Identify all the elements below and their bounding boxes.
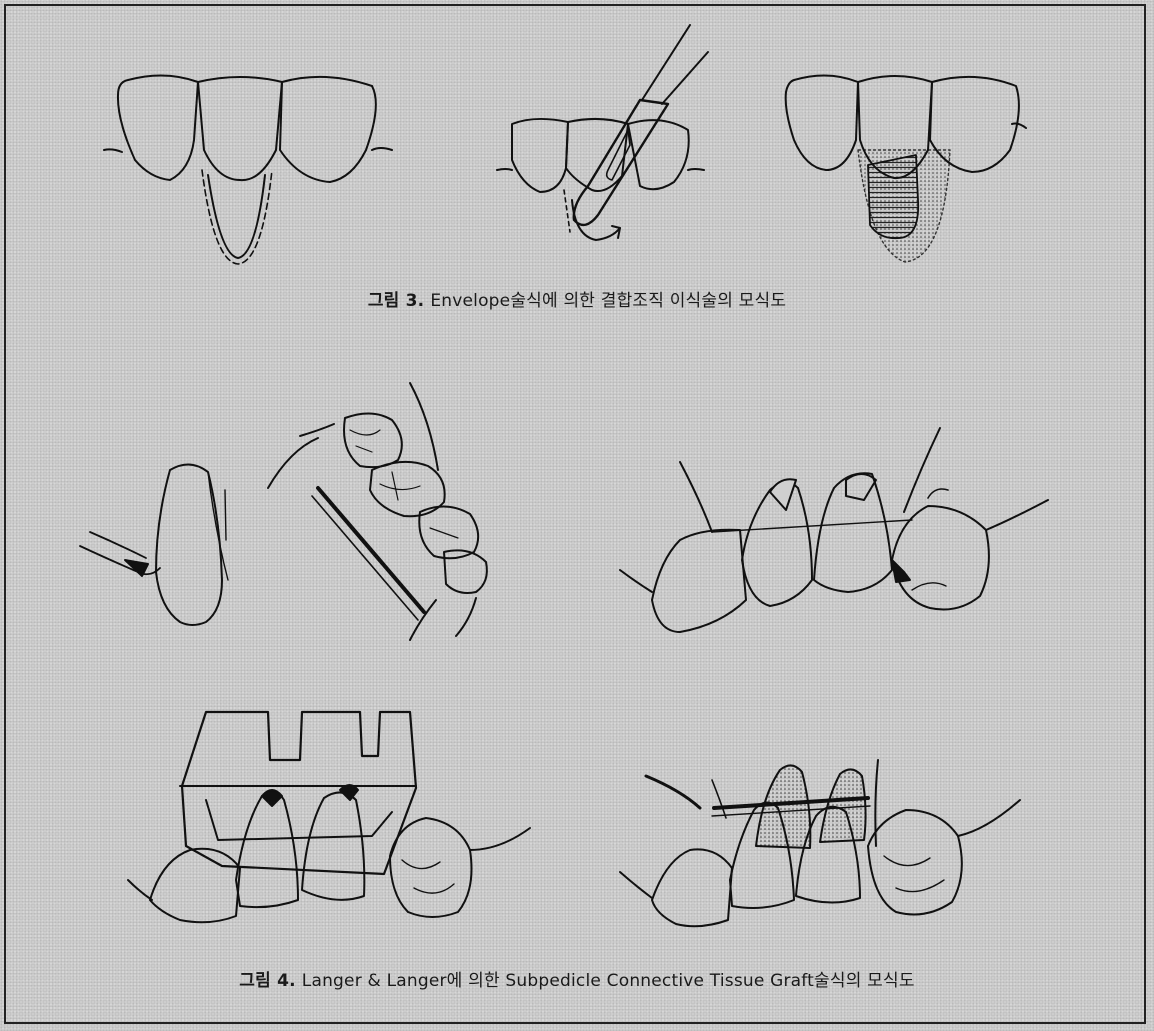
figure-4-text: Langer & Langer에 의한 Subpedicle Connectiv… — [302, 971, 915, 991]
fig4-panel-graft-sutured — [620, 760, 1020, 926]
fig3-panel-scalpel — [497, 25, 708, 240]
figure-4-caption: 그림 4. Langer & Langer에 의한 Subpedicle Conn… — [0, 966, 1154, 991]
fig3-panel-envelope-incision — [104, 75, 392, 264]
fig3-panel-graft — [786, 75, 1026, 262]
figure-3-label: 그림 3. — [368, 291, 425, 311]
figure-3-text: Envelope술식에 의한 결합조직 이식술의 모식도 — [430, 291, 786, 311]
fig4-panel-flap-raised — [128, 712, 530, 922]
fig4-panel-probe — [80, 383, 487, 640]
fig4-panel-incision — [620, 428, 1048, 632]
figure-4-label: 그림 4. — [239, 971, 296, 991]
figure-3-caption: 그림 3.Envelope술식에 의한 결합조직 이식술의 모식도 — [0, 286, 1154, 311]
